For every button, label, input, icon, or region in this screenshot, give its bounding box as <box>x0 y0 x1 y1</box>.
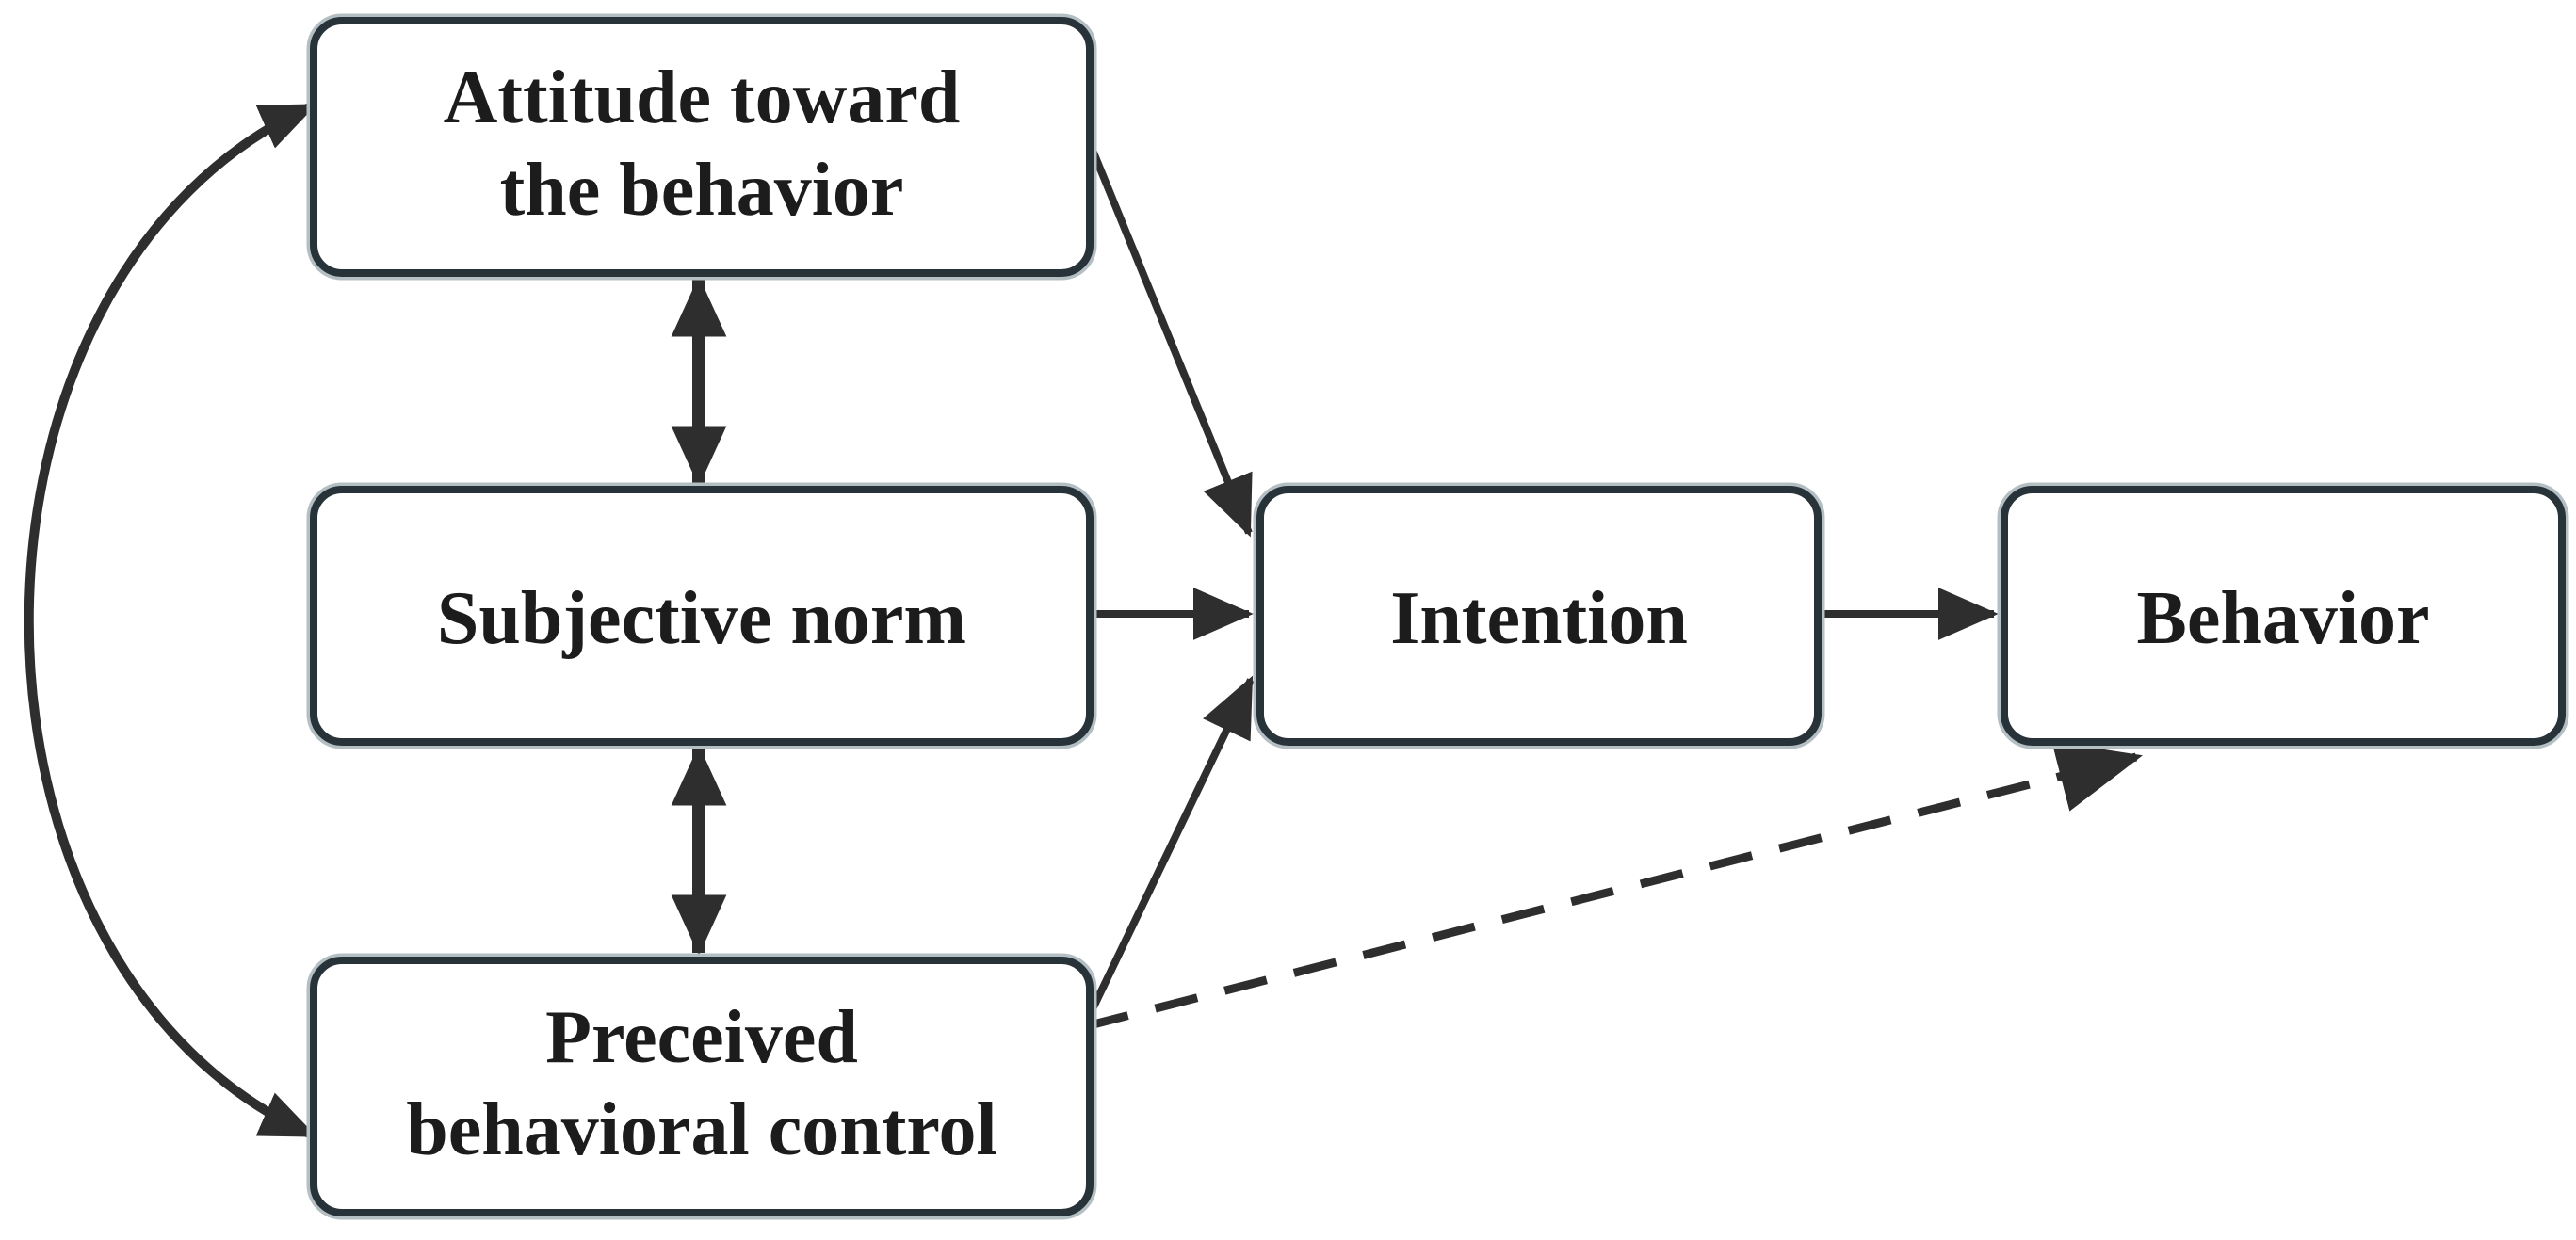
subjective-norm-box <box>310 486 1094 746</box>
attitude-label-line2: the behavior <box>500 149 904 232</box>
intention-box <box>1256 486 1822 746</box>
arrow-pbc-behavior-dashed <box>1084 741 2143 1031</box>
arrow-attitude-intention <box>1086 141 1253 538</box>
attitude-label-line1: Attitude toward <box>444 56 961 139</box>
subjective-norm-label: Subjective norm <box>437 577 966 660</box>
node-subjective-norm: Subjective norm <box>306 482 1097 749</box>
node-intention: Intention <box>1253 482 1825 749</box>
pbc-box <box>310 957 1094 1216</box>
node-attitude: Attitude toward the behavior <box>306 13 1097 281</box>
node-perceived-behavioral-control: Preceived behavioral control <box>306 953 1097 1220</box>
arrow-attitude-pbc-curved <box>24 101 317 1140</box>
behavior-label: Behavior <box>2136 577 2429 660</box>
pbc-label-line1: Preceived <box>545 996 858 1079</box>
arrow-pbc-intention <box>1086 675 1255 1017</box>
intention-label: Intention <box>1390 577 1688 660</box>
attitude-box <box>310 17 1094 277</box>
pbc-label-line2: behavioral control <box>406 1088 996 1171</box>
node-behavior: Behavior <box>1997 482 2569 749</box>
behavior-box <box>2001 486 2566 746</box>
